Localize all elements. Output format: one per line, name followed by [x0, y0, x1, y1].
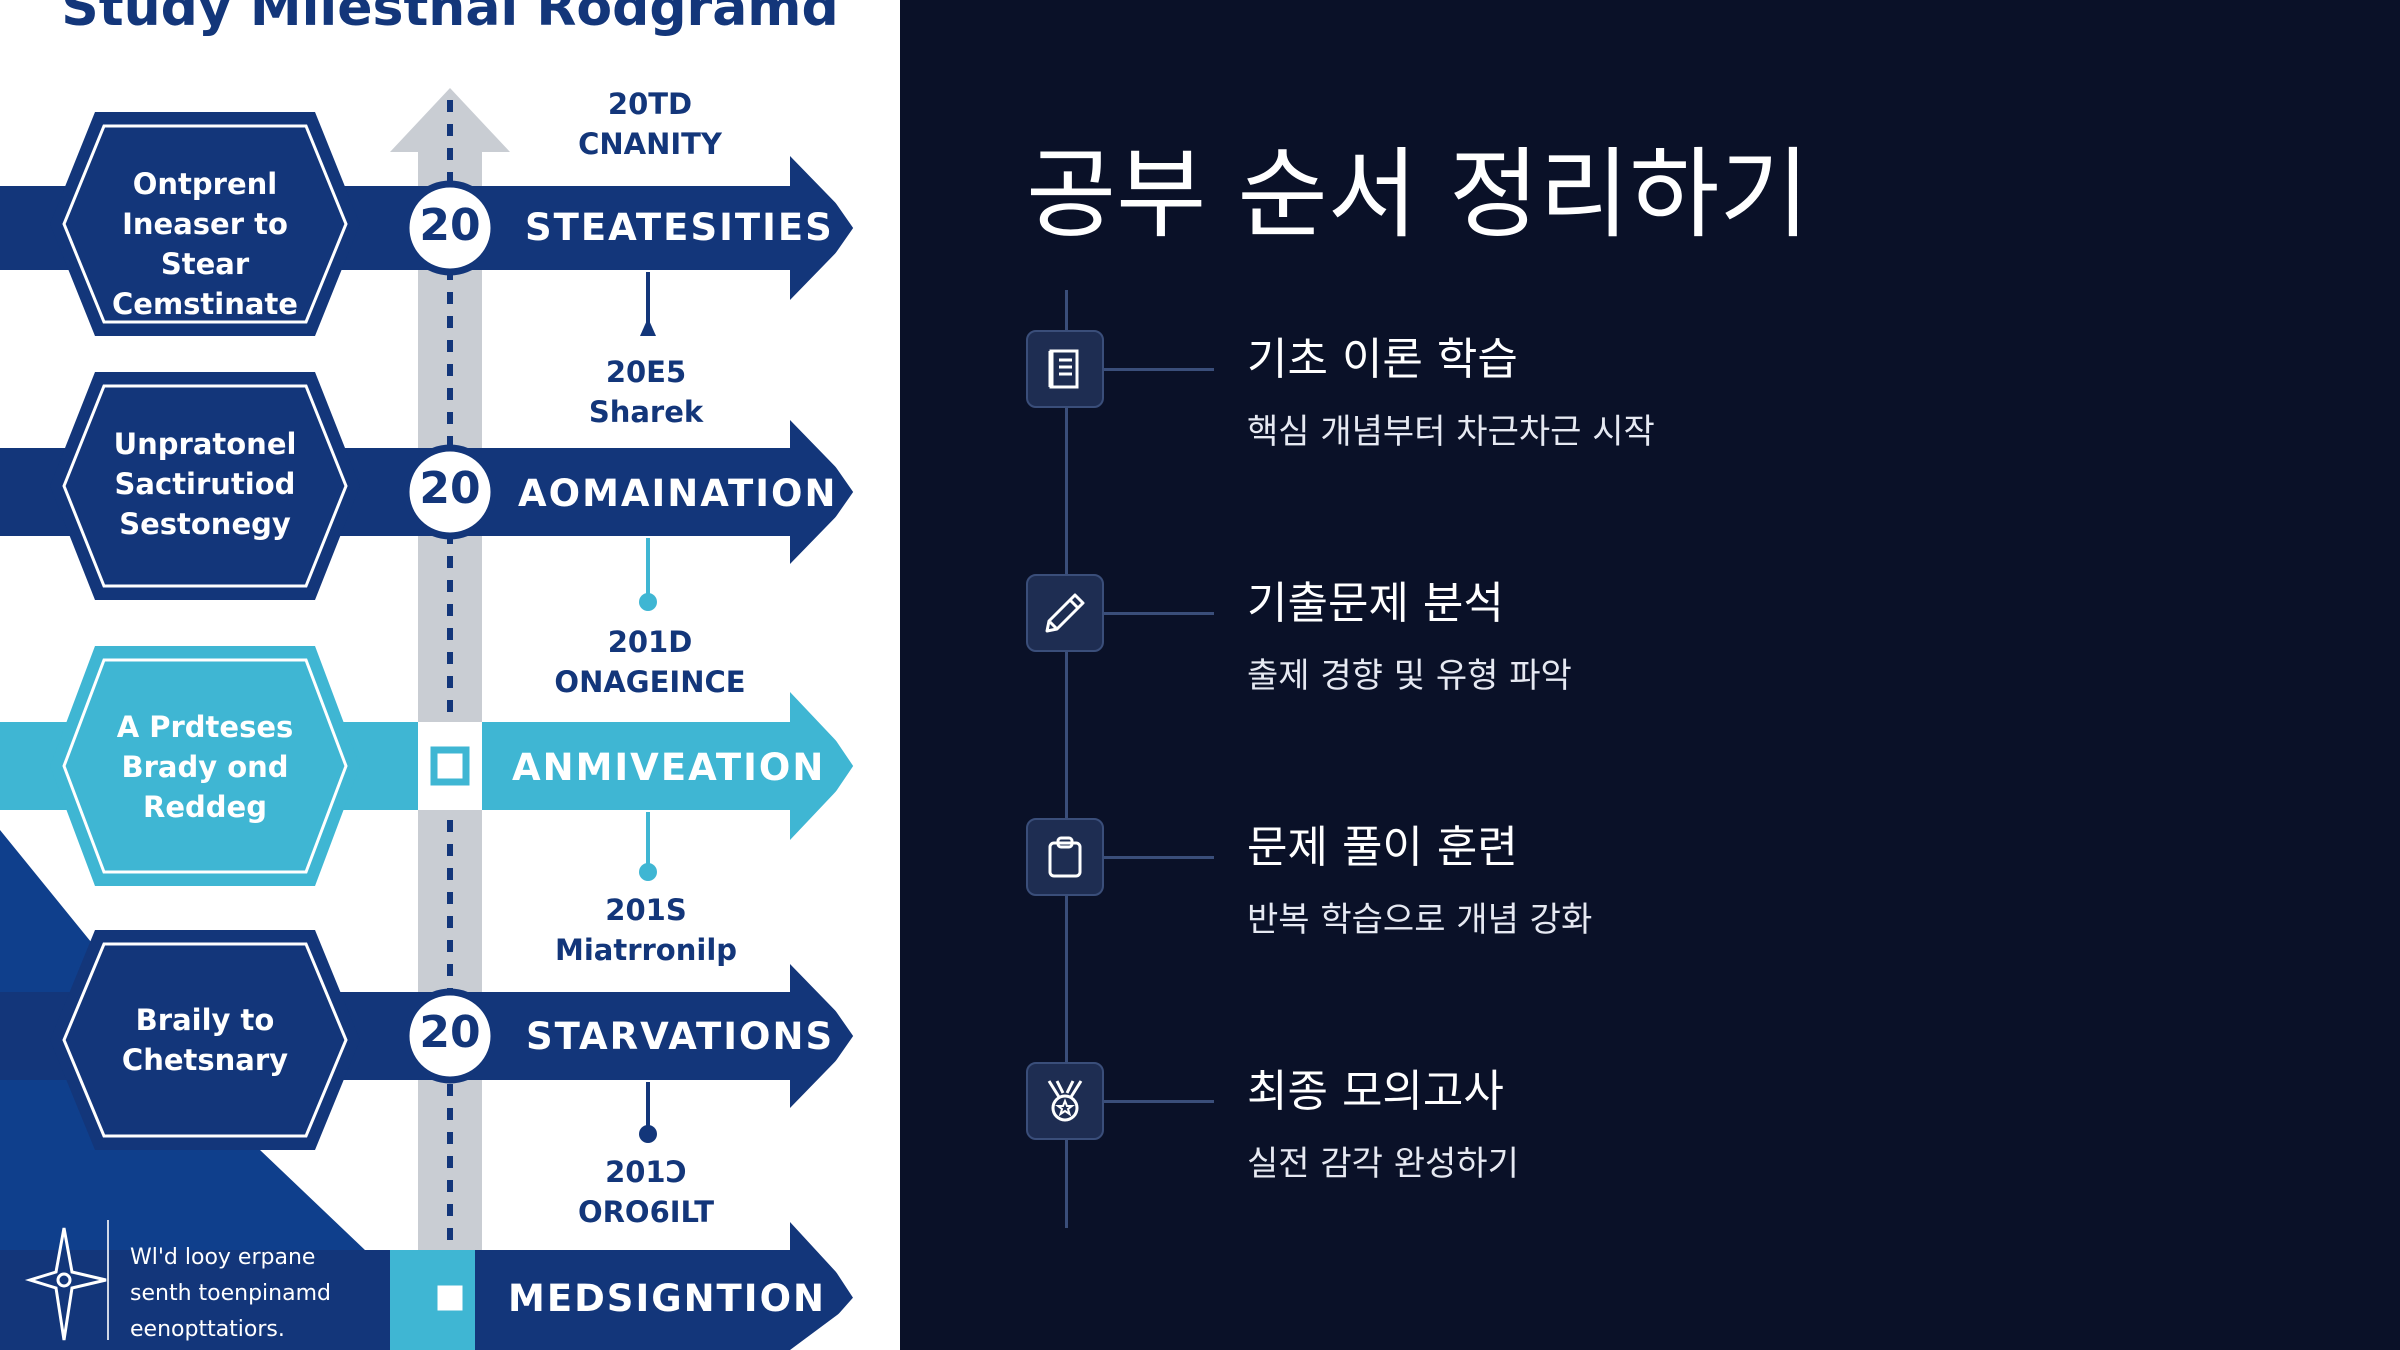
hexagon-2: [50, 372, 360, 600]
book-icon: [1026, 330, 1104, 408]
milestone-circle-1: [402, 180, 498, 276]
pencil-icon: [1026, 574, 1104, 652]
milestone-square-3: [430, 746, 470, 786]
step-connector-2: [1104, 612, 1214, 615]
hexagon-text-2: Unpratonel Sactirutiod Sestonegy: [113, 427, 297, 541]
study-order-panel: 공부 순서 정리하기 기초 이론 학습 핵심 개념부터 차근차근 시작 기출문제…: [900, 0, 2400, 1350]
band-label-1: STEATESITIES: [525, 206, 834, 249]
step-title-2: 기출문제 분석: [1247, 578, 1504, 629]
roadmap-infographic: Study Milestnal Rodgramd Ontprenl Inease…: [0, 0, 900, 1350]
pin-2: [639, 593, 657, 611]
clipboard-icon: [1026, 818, 1104, 896]
page-title: 공부 순서 정리하기: [1026, 138, 1810, 252]
step-desc-1: 핵심 개념부터 차근차근 시작: [1247, 412, 1655, 452]
footnote-text: Wl'd looy erpane senth toenpinamd eenopt…: [130, 1245, 331, 1342]
band-label-5: MEDSIGNTION: [508, 1277, 826, 1320]
milestone-circle-2: [402, 444, 498, 540]
step-connector-4: [1104, 1100, 1214, 1103]
year-label-2: 20E5 Sharek: [536, 352, 756, 432]
step-desc-4: 실전 감각 완성하기: [1247, 1144, 1519, 1184]
band-label-3: ANMIVEATION: [512, 746, 826, 789]
timeline-line: [1065, 290, 1068, 1228]
step-desc-2: 출제 경향 및 유형 파악: [1247, 656, 1572, 696]
year-label-3: 201D ONAGEINCE: [540, 622, 760, 702]
year-label-5: 201Ɔ ORO6ILT: [536, 1152, 756, 1232]
hexagon-text-1: Ontprenl Ineaser to Stear Cemstinate: [112, 167, 298, 321]
step-title-3: 문제 풀이 훈련: [1247, 822, 1518, 873]
timeline-arrowhead: [390, 88, 510, 152]
milestone-number-1: 20: [419, 200, 481, 251]
year-label-1-sub: CNANITY: [578, 127, 722, 161]
year-label-3-year: 201D: [607, 625, 693, 659]
pin-3: [639, 863, 657, 881]
year-label-1-year: 20TD: [607, 87, 693, 121]
step-title-1: 기초 이론 학습: [1247, 334, 1518, 385]
milestone-circle-4: [402, 988, 498, 1084]
year-label-2-year: 20E5: [605, 355, 687, 389]
milestone-square-5: [430, 1278, 470, 1318]
year-label-4: 201S Miatrronilp: [536, 890, 756, 970]
step-connector-1: [1104, 368, 1214, 371]
milestone-number-4: 20: [419, 1007, 481, 1058]
year-label-3-sub: ONAGEINCE: [554, 665, 746, 699]
step-title-4: 최종 모의고사: [1247, 1066, 1504, 1117]
roadmap-graphic: [0, 88, 864, 1350]
year-label-4-sub: Miatrronilp: [554, 933, 738, 967]
background-wedge: [0, 830, 470, 1350]
band-label-2: AOMAINATION: [518, 472, 838, 515]
compass-star-icon: [24, 1227, 107, 1341]
medal-icon: [1026, 1062, 1104, 1140]
step-desc-3: 반복 학습으로 개념 강화: [1247, 900, 1593, 940]
year-label-5-sub: ORO6ILT: [577, 1195, 715, 1229]
year-label-1: 20TD CNANITY: [540, 84, 760, 164]
hexagon-1: [50, 112, 360, 336]
year-label-4-year: 201S: [605, 893, 687, 927]
milestone-number-2: 20: [419, 463, 481, 514]
pin-1: [640, 318, 656, 336]
year-label-5-year: 201Ɔ: [605, 1155, 687, 1189]
band-label-4: STARVATIONS: [526, 1015, 835, 1058]
hexagon-3: [50, 646, 360, 886]
hexagon-4: [50, 930, 360, 1150]
roadmap-title: Study Milestnal Rodgramd: [61, 0, 839, 38]
pin-4: [639, 1125, 657, 1143]
hexagon-text-4: Braily to Chetsnary: [121, 1003, 289, 1077]
year-label-2-sub: Sharek: [588, 395, 704, 429]
step-connector-3: [1104, 856, 1214, 859]
hexagon-text-3: A Prdteses Brady ond Reddeg: [116, 710, 294, 824]
